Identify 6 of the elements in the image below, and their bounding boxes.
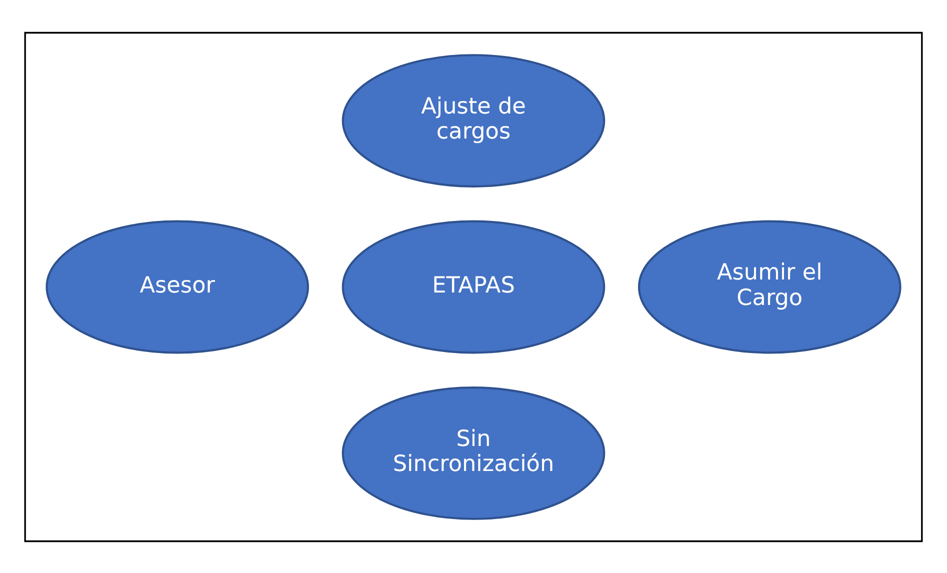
node-ellipse: Asumir el Cargo (638, 220, 902, 354)
cluster (24, 31, 923, 542)
node-ellipse: Asesor (46, 220, 310, 354)
node-ellipse: ETAPAS (342, 220, 606, 354)
node-ellipse: Ajuste de cargos (342, 54, 606, 187)
node-ellipse: Sin Sincronización (342, 386, 606, 520)
